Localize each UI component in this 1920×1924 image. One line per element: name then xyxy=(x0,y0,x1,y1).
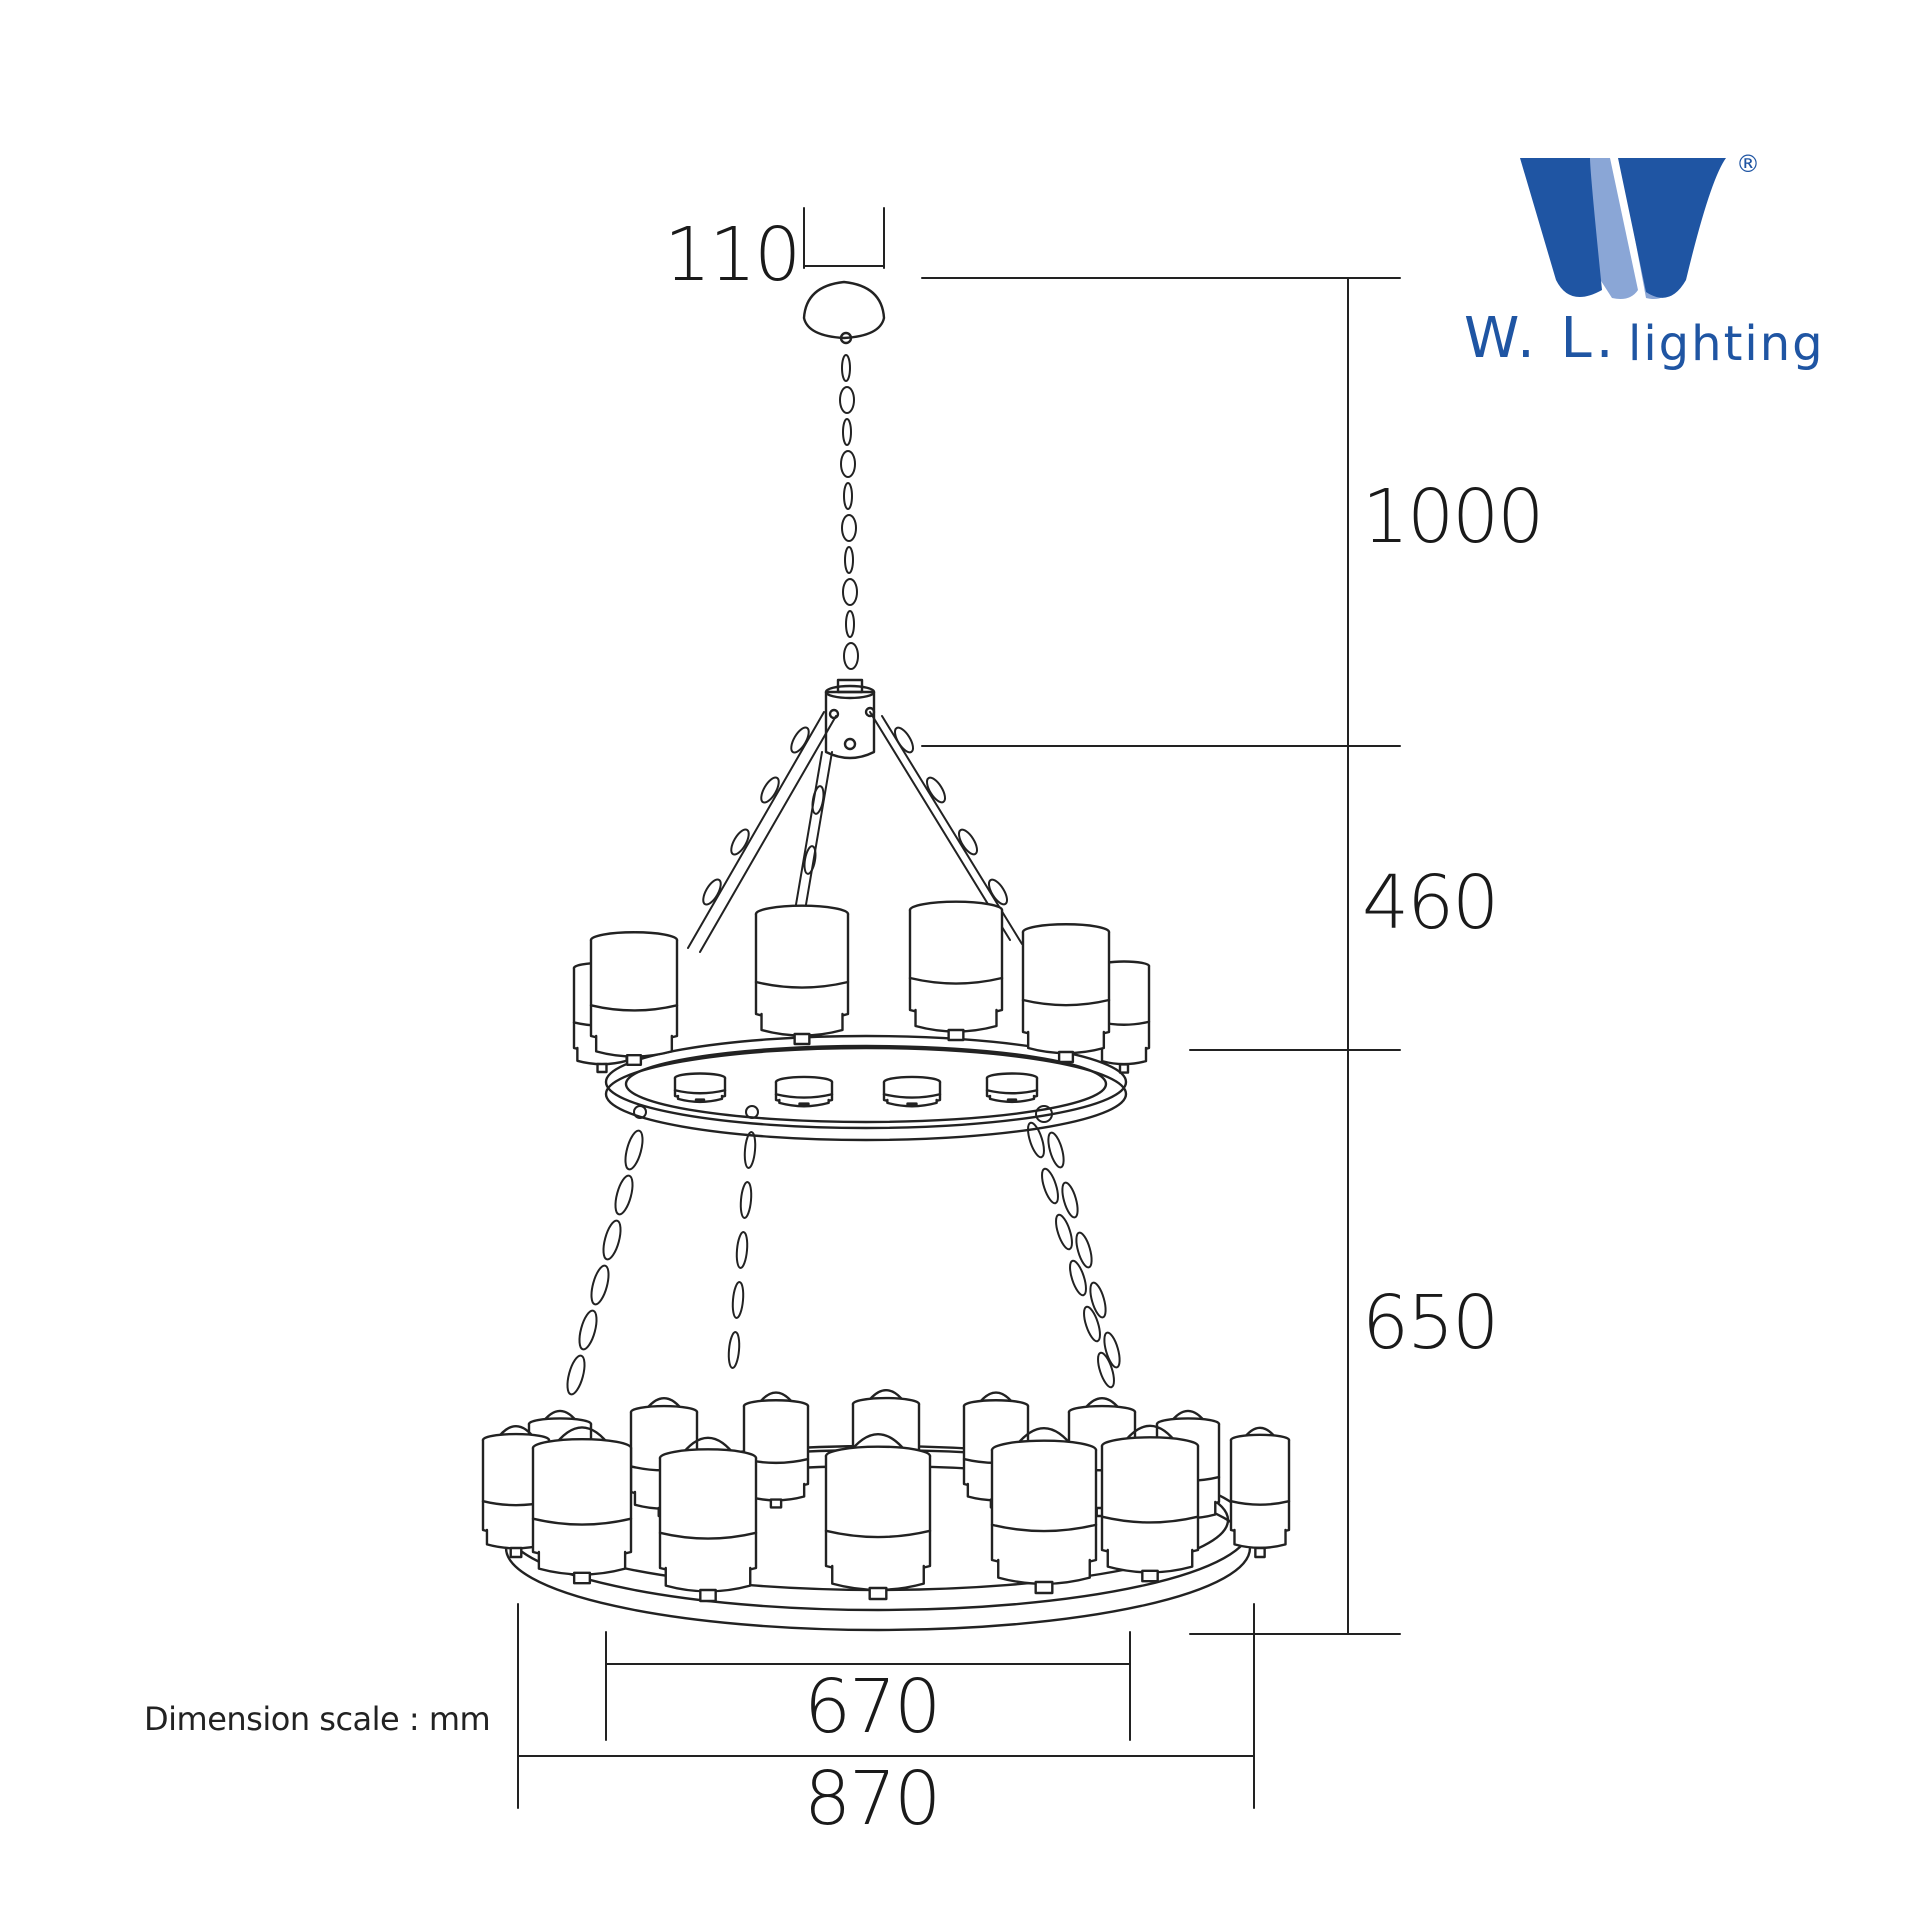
candle-cup xyxy=(990,1426,1098,1595)
ceiling-canopy xyxy=(802,280,886,345)
candle-cup xyxy=(1097,960,1151,1074)
dim-upper-ring-diameter: 670 xyxy=(804,1664,941,1750)
candle-cup xyxy=(658,1436,758,1603)
dimension-scale-note: Dimension scale : mm xyxy=(144,1700,491,1738)
candle-cup xyxy=(1100,1424,1200,1583)
candle-cup xyxy=(985,1072,1039,1104)
brand-logo-mark xyxy=(1520,158,1726,299)
registered-mark: ® xyxy=(1736,150,1760,178)
upper-ring xyxy=(604,1034,1128,1142)
candle-cup xyxy=(754,904,850,1046)
dim-lower-tier-height: 650 xyxy=(1362,1280,1499,1366)
candle-cup xyxy=(673,1072,727,1104)
upper-candle-cups xyxy=(572,900,1151,1108)
candle-cup xyxy=(882,1075,942,1108)
dim-lower-ring-diameter: 870 xyxy=(804,1756,941,1842)
brand-name-sub: lighting xyxy=(1628,316,1825,372)
suspension-chain xyxy=(839,354,859,670)
dimension-lines xyxy=(517,207,1401,1809)
candle-cup xyxy=(824,1432,932,1601)
brand-logo: ® W. L. lighting xyxy=(1460,140,1823,380)
dim-upper-tier-height: 460 xyxy=(1362,860,1499,946)
brand-name-main: W. L. xyxy=(1464,306,1618,371)
candle-cup xyxy=(1021,923,1111,1064)
candle-cup xyxy=(531,1426,633,1585)
lower-candle-cups xyxy=(481,1388,1291,1603)
candle-cup xyxy=(774,1075,834,1108)
dim-canopy-width: 110 xyxy=(664,212,801,298)
candle-cup xyxy=(1229,1426,1291,1559)
candle-cup xyxy=(908,900,1004,1042)
chain-hub xyxy=(824,678,876,760)
dim-chain-drop: 1000 xyxy=(1362,474,1544,560)
candle-cup xyxy=(589,931,679,1066)
